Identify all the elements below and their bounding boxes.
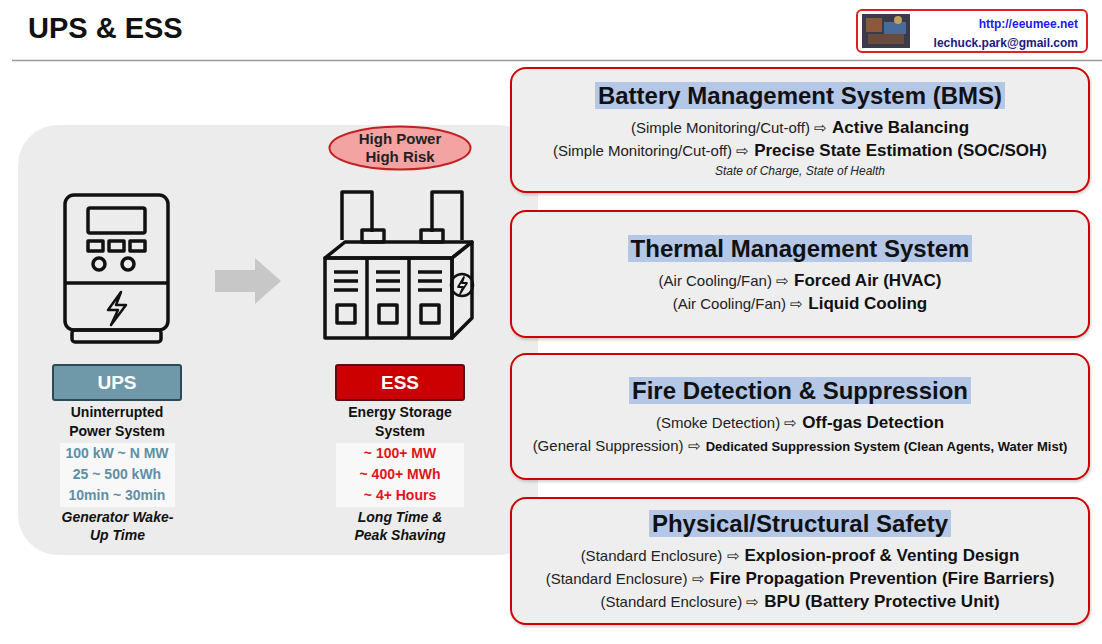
risk-ellipse: High Power High Risk	[328, 125, 472, 171]
text-row: Thermal Management System	[512, 234, 1088, 267]
use-case: Generator Wake-Up Time	[60, 508, 175, 544]
text-row: (Simple Monitoring/Cut-off) ⇨ Active Bala…	[512, 116, 1088, 139]
text-row: (Air Cooling/Fan) ⇨Forced Air (HVAC)	[512, 269, 1088, 292]
legacy-method: (General Suppression) ⇨	[533, 437, 701, 454]
legacy-method: (Smoke Detection) ⇨	[656, 414, 797, 431]
system-tag: ESS	[335, 364, 465, 401]
ess-icon	[325, 192, 473, 338]
upgrade-method: Off-gas Detection	[802, 413, 944, 432]
spec-value: 25 ~ 500 kWh	[52, 464, 182, 485]
legacy-method: (Air Cooling/Fan) ⇨	[659, 272, 790, 289]
box-text: ESS	[381, 372, 419, 393]
legacy-method: (Standard Enclosure) ⇨	[600, 593, 759, 610]
safety-box: Thermal Management System (Air Cooling/Fa…	[510, 210, 1090, 338]
abbreviation-note: State of Charge, State of Health	[715, 164, 885, 178]
text-row: (Standard Enclosure) ⇨ Fire Propagation P…	[512, 567, 1088, 590]
page-title: UPS & ESS	[28, 12, 183, 45]
legacy-method: (Standard Enclosure) ⇨	[546, 570, 705, 587]
spec-backdrop	[336, 443, 464, 507]
text-row: lechuck.park@gmail.com	[918, 33, 1078, 52]
spec-value: 10min ~ 30min	[52, 485, 182, 506]
upgrade-method: Fire Propagation Prevention (Fire Barrie…	[710, 569, 1055, 588]
system-name: Energy Storage System	[335, 403, 465, 441]
text-row: UPS	[97, 372, 136, 394]
box-heading: Physical/Structural Safety	[649, 510, 951, 537]
upgrade-method: Liquid Cooling	[808, 294, 927, 313]
text-row: (Standard Enclosure) ⇨ BPU (Battery Prote…	[512, 590, 1088, 613]
text-row: (Smoke Detection) ⇨ Off-gas Detection	[512, 411, 1088, 434]
upgrade-method: BPU (Battery Protective Unit)	[764, 592, 999, 611]
text-row: (General Suppression) ⇨ Dedicated Suppres…	[512, 434, 1088, 458]
text-row: (Standard Enclosure) ⇨ Explosion-proof & …	[512, 544, 1088, 567]
text-row: ESS	[381, 372, 419, 394]
upgrade-method: Forced Air (HVAC)	[794, 271, 941, 290]
safety-box: Fire Detection & Suppression (Smoke Detec…	[510, 353, 1090, 480]
upgrade-method: Precise State Estimation (SOC/SOH)	[754, 141, 1047, 160]
text-row: Fire Detection & Suppression	[512, 376, 1088, 409]
upgrade-method: Active Balancing	[832, 118, 969, 137]
box-heading: Battery Management System (BMS)	[595, 82, 1005, 109]
box-text: High Power High Risk	[359, 130, 442, 165]
legacy-method: (Standard Enclosure) ⇨	[581, 547, 740, 564]
ellipse-shape	[330, 127, 471, 170]
system-name: Uninterrupted Power System	[52, 403, 182, 441]
logo-picture	[862, 14, 910, 48]
text-row: (Simple Monitoring/Cut-off) ⇨ Precise Sta…	[512, 139, 1088, 162]
spec-value: 100 kW ~ N MW	[52, 443, 182, 464]
box-heading: Thermal Management System	[628, 235, 973, 262]
legacy-method: (Simple Monitoring/Cut-off) ⇨	[553, 142, 749, 159]
upgrade-method: Dedicated Suppression System (Clean Agen…	[706, 439, 1068, 454]
text-row: Physical/Structural Safety	[512, 509, 1088, 542]
ups-icon	[65, 195, 168, 342]
site-url: http://eeumee.net	[979, 17, 1078, 31]
box-heading: Fire Detection & Suppression	[629, 377, 971, 404]
spec-value: ~ 400+ MWh	[335, 464, 465, 485]
text-row: (Air Cooling/Fan) ⇨Liquid Cooling	[512, 292, 1088, 315]
comparison-panel	[18, 125, 538, 555]
use-case: Long Time & Peak Shaving	[345, 508, 455, 544]
contact-box: http://eeumee.net lechuck.park@gmail.com	[856, 9, 1088, 53]
box-text: UPS	[97, 372, 136, 393]
legacy-method: (Simple Monitoring/Cut-off) ⇨	[631, 119, 827, 136]
legacy-method: (Air Cooling/Fan) ⇨	[673, 295, 804, 312]
upgrade-method: Explosion-proof & Venting Design	[745, 546, 1020, 565]
safety-box: Battery Management System (BMS) (Simple M…	[510, 67, 1090, 193]
text-row: High Power High Risk	[328, 130, 472, 166]
spec-value: ~ 100+ MW	[335, 443, 465, 464]
title-rule	[12, 60, 1102, 62]
text-row: Battery Management System (BMS)	[512, 81, 1088, 114]
contact-email: lechuck.park@gmail.com	[934, 36, 1078, 50]
text-row: http://eeumee.net	[918, 14, 1078, 33]
system-tag: UPS	[52, 364, 182, 401]
spec-value: ~ 4+ Hours	[335, 485, 465, 506]
transition-arrow	[215, 258, 281, 304]
text-row: State of Charge, State of Health	[512, 162, 1088, 179]
safety-box: Physical/Structural Safety (Standard Encl…	[510, 497, 1090, 625]
